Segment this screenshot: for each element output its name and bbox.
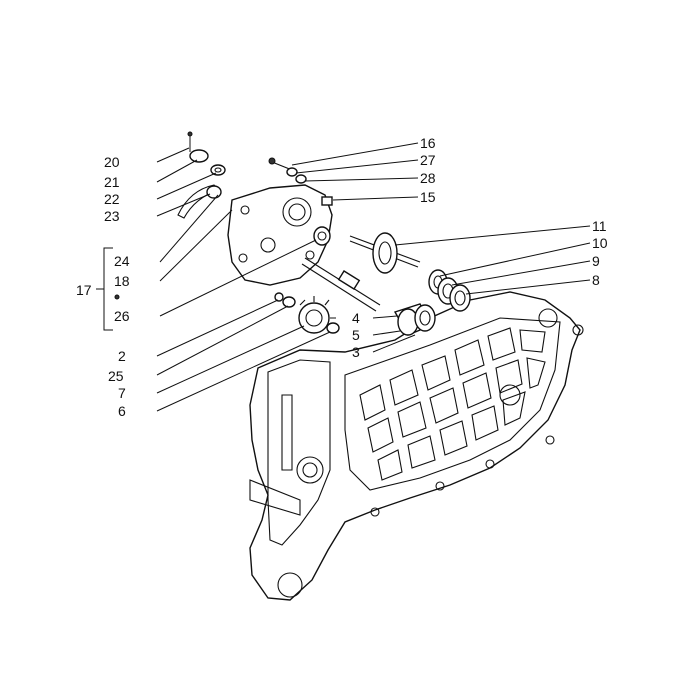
part-21-bushing: [189, 149, 209, 163]
label-8: 8: [592, 272, 600, 288]
part-8-seal: [449, 284, 471, 312]
label-24: 24: [114, 253, 130, 269]
part-2-washer: [274, 292, 284, 302]
part-16-screw: [268, 157, 293, 171]
label-7: 7: [118, 385, 126, 401]
part-23-seal: [206, 185, 222, 199]
part-15-plug: [321, 196, 333, 206]
part-25-washer: [282, 296, 296, 308]
part-4-5-3-bushings: [393, 303, 436, 336]
label-18: 18: [114, 273, 130, 289]
label-17: 17: [76, 282, 92, 298]
callout-labels: 20 21 22 23 24 18 17 26 2 25 7 6 16 27 2…: [76, 135, 608, 419]
label-4: 4: [352, 310, 360, 326]
label-20: 20: [104, 154, 120, 170]
crankcase-housing: [249, 291, 584, 601]
part-6-washer: [326, 322, 340, 334]
label-27: 27: [420, 152, 436, 168]
label-3: 3: [352, 344, 360, 360]
label-23: 23: [104, 208, 120, 224]
label-16: 16: [420, 135, 436, 151]
part-18-bearing: [313, 226, 331, 246]
label-21: 21: [104, 174, 120, 190]
part-26-shaft: [301, 257, 381, 312]
part-11-gear-shaft: [349, 232, 421, 274]
label-25: 25: [108, 368, 124, 384]
label-28: 28: [420, 170, 436, 186]
label-6: 6: [118, 403, 126, 419]
label-10: 10: [592, 235, 608, 251]
part-28-washer: [295, 174, 307, 184]
label-15: 15: [420, 189, 436, 205]
leader-lines: [96, 142, 591, 412]
label-11: 11: [592, 218, 607, 234]
part-22-washer: [210, 164, 226, 176]
part-20-pin: [187, 131, 193, 152]
label-26: 26: [114, 308, 130, 324]
label-2: 2: [118, 348, 126, 364]
label-22: 22: [104, 191, 120, 207]
label-5: 5: [352, 327, 360, 343]
part-27-washer: [286, 167, 298, 177]
label-9: 9: [592, 253, 600, 269]
part-7-gear: [298, 296, 336, 334]
